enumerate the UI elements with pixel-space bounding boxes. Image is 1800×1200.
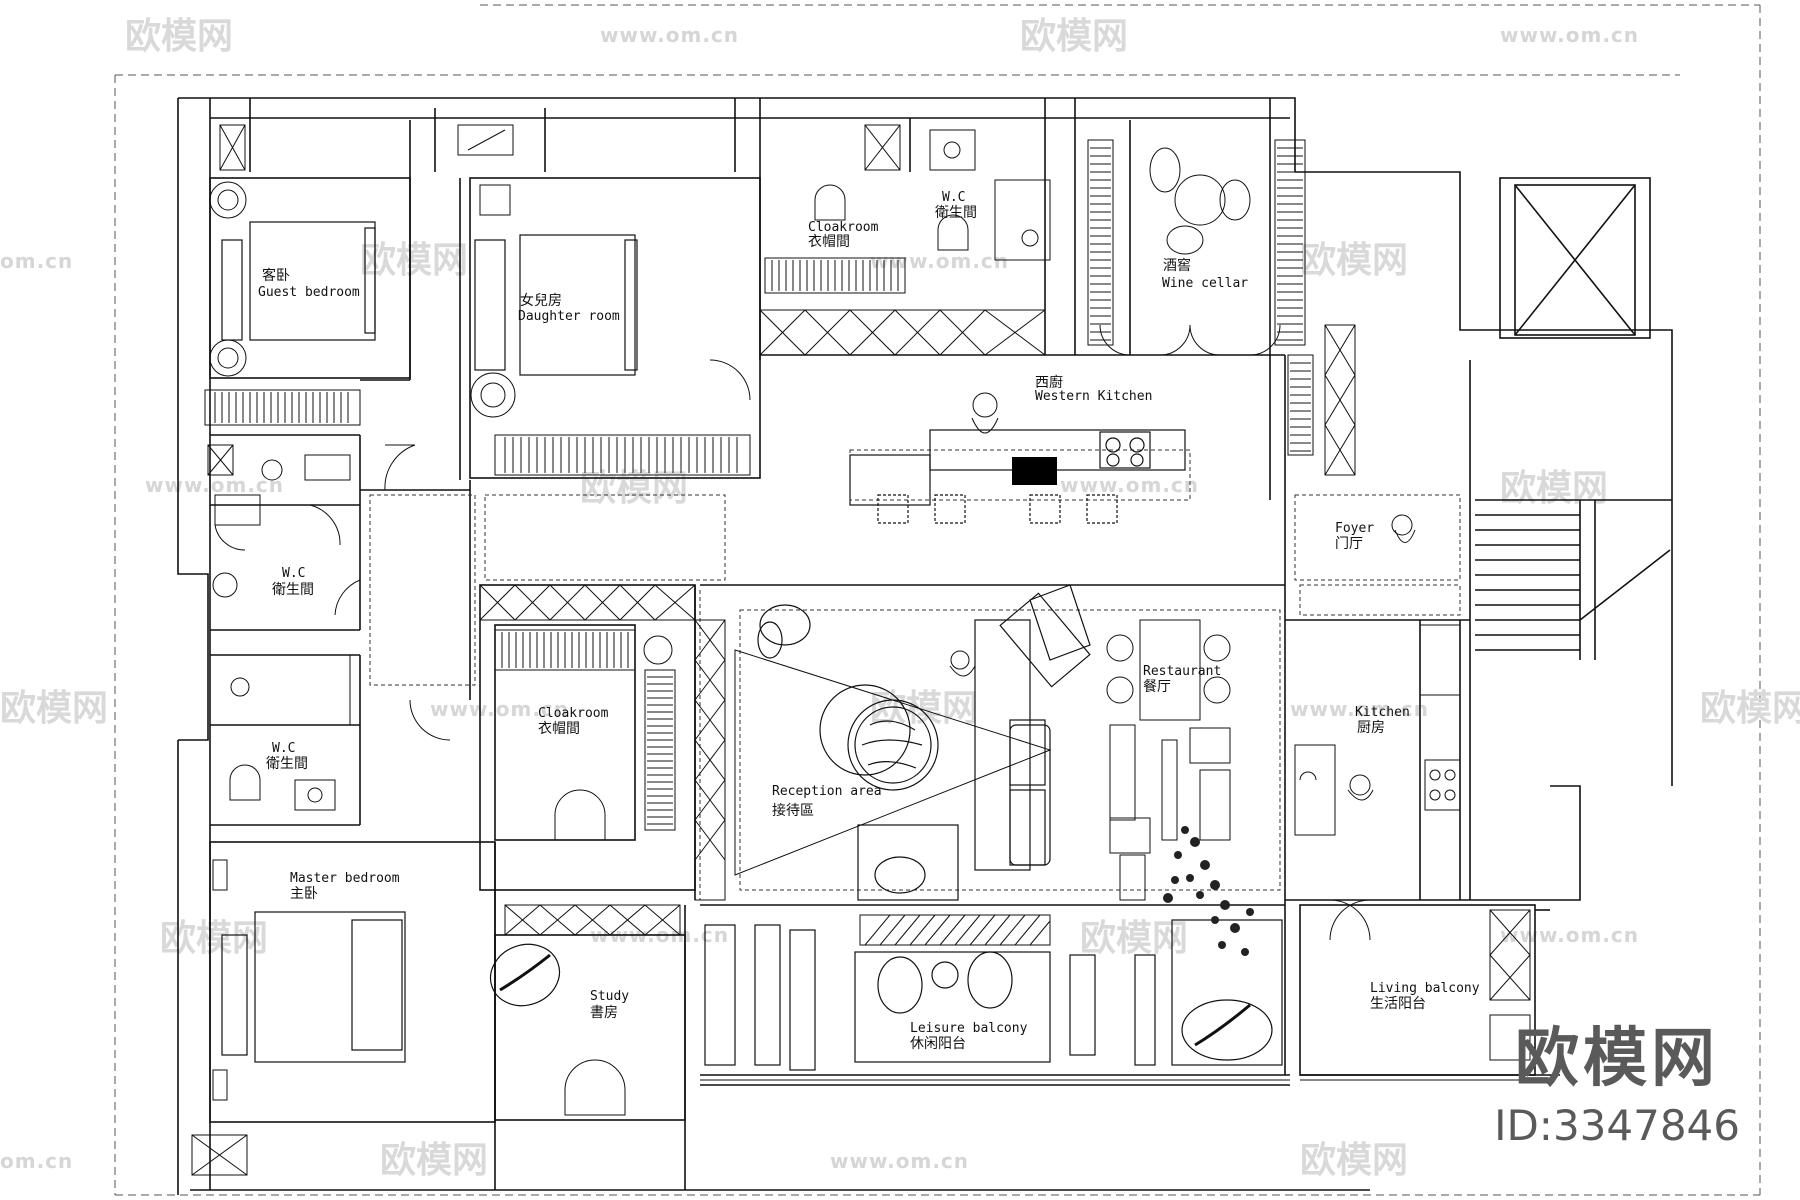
- brand-name: 欧模网: [1515, 1022, 1720, 1096]
- watermarks: 欧模网 www.om.cn 欧模网 www.om.cn om.cn 欧模网 ww…: [0, 16, 1800, 1181]
- reception-area-label-cn: 接待區: [772, 802, 814, 819]
- restaurant-furniture: [1106, 619, 1231, 901]
- watermark-site: www.om.cn: [430, 697, 569, 721]
- wc-left-1-label-cn: 衛生間: [272, 582, 314, 598]
- outer-frame: [114, 4, 1761, 1196]
- watermark-site: www.om.cn: [1500, 23, 1639, 47]
- guest-bedroom-label-cn: 客卧: [262, 267, 290, 284]
- wine-cellar-furniture: [1149, 147, 1251, 255]
- dashed-zones: [369, 449, 1461, 900]
- master-bedroom-label-en: Master bedroom: [290, 871, 400, 886]
- watermark-logo: 欧模网: [0, 688, 108, 729]
- balcony-furniture: [489, 919, 1283, 1071]
- watermark-site: www.om.cn: [145, 473, 284, 497]
- doors: [309, 324, 1371, 941]
- watermark-site: www.om.cn: [870, 249, 1009, 273]
- restaurant-label-cn: 餐厅: [1143, 679, 1171, 695]
- bedside-lamps: [209, 181, 516, 1101]
- wc-top-label-cn: 衛生間: [935, 205, 977, 221]
- leisure-balcony-label-cn: 休闲阳台: [910, 1036, 966, 1052]
- watermark-site: www.om.cn: [1060, 473, 1199, 497]
- guest-bedroom-label-en: Guest bedroom: [258, 285, 360, 300]
- restaurant-label-en: Restaurant: [1143, 664, 1221, 679]
- watermark-site: www.om.cn: [1290, 697, 1429, 721]
- kitchen-label-en: Kitchen: [1355, 705, 1410, 720]
- watermark-logo: 欧模网: [380, 1140, 488, 1181]
- brand-id: ID:3347846: [1494, 1101, 1740, 1150]
- plant: [1163, 826, 1254, 956]
- reception-furniture: [734, 584, 1091, 901]
- wc-left-1-label-en: W.C: [282, 566, 305, 581]
- beds: [221, 221, 638, 1063]
- watermark-site: www.om.cn: [1500, 923, 1639, 947]
- cloakroom-mid-label-cn: 衣帽間: [538, 721, 580, 737]
- watermark-logo: 欧模网: [360, 240, 468, 281]
- watermark-logo: 欧模网: [1300, 1140, 1408, 1181]
- kitchen-label-cn: 厨房: [1357, 720, 1385, 736]
- cloakroom-mid-label-en: Cloakroom: [538, 706, 609, 721]
- room-labels: 客卧 Guest bedroom 女兒房 Daughter room Cloak…: [258, 190, 1480, 1052]
- watermark-logo: 欧模网: [1500, 468, 1608, 509]
- living-balcony-label-en: Living balcony: [1370, 981, 1480, 996]
- master-bedroom-label-cn: 主卧: [290, 886, 318, 902]
- watermark-site: om.cn: [0, 1149, 73, 1173]
- wardrobe-hatch: [204, 139, 1314, 946]
- foyer-label-en: Foyer: [1335, 521, 1374, 536]
- watermark-logo: 欧模网: [1700, 688, 1800, 729]
- western-kitchen-label-en: Western Kitchen: [1035, 389, 1152, 404]
- reception-area-label-en: Reception area: [772, 784, 882, 799]
- watermark-logo: 欧模网: [580, 468, 688, 509]
- western-kitchen-label-cn: 西廚: [1035, 374, 1063, 391]
- wc-fixtures: [209, 124, 1051, 1116]
- study-label-en: Study: [590, 989, 629, 1004]
- wine-cellar-label-cn: 酒窖: [1163, 257, 1191, 274]
- wc-left-2-label-cn: 衛生間: [266, 756, 308, 772]
- brand-watermark: 欧模网 ID:3347846: [1494, 1027, 1740, 1150]
- people-figures: [949, 392, 1416, 801]
- wc-top-label-en: W.C: [942, 190, 965, 205]
- foyer-label-cn: 门厅: [1335, 536, 1363, 552]
- leisure-balcony-label-en: Leisure balcony: [910, 1021, 1028, 1036]
- daughter-room-label-en: Daughter room: [518, 309, 620, 324]
- watermark-logo: 欧模网: [160, 918, 268, 959]
- kitchen-island: [849, 429, 1186, 524]
- watermark-logo: 欧模网: [1020, 16, 1128, 57]
- walls: [177, 97, 1673, 1195]
- cloakroom-top-label-en: Cloakroom: [808, 220, 879, 235]
- watermark-site: www.om.cn: [830, 1149, 969, 1173]
- watermark-logo: 欧模网: [125, 16, 233, 57]
- watermark-logo: 欧模网: [1300, 240, 1408, 281]
- watermark-logo: 欧模网: [1080, 918, 1188, 959]
- watermark-site: om.cn: [0, 249, 73, 273]
- cabinets: [191, 124, 1531, 1176]
- daughter-room-label-cn: 女兒房: [520, 292, 562, 309]
- kitchen-furniture: [1294, 624, 1531, 1061]
- study-label-cn: 書房: [590, 1005, 618, 1021]
- sink-block: [1012, 457, 1057, 485]
- wine-cellar-label-en: Wine cellar: [1162, 276, 1248, 291]
- cloakroom-top-label-cn: 衣帽間: [808, 234, 850, 250]
- living-balcony-label-cn: 生活阳台: [1370, 996, 1426, 1012]
- watermark-site: www.om.cn: [600, 23, 739, 47]
- wc-left-2-label-en: W.C: [272, 741, 295, 756]
